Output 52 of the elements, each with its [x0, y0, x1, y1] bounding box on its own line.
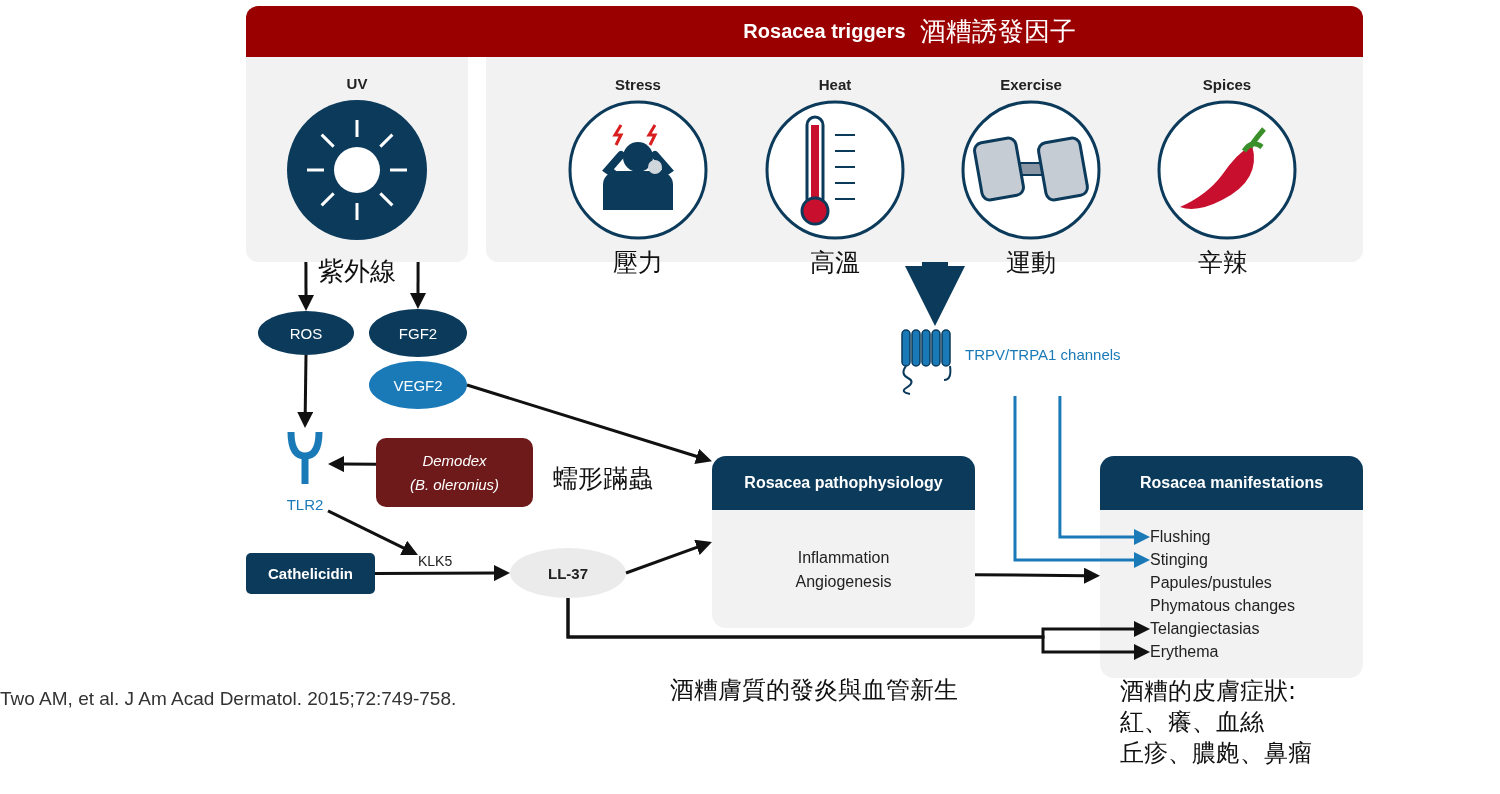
card-body-text: Inflammation Angiogenesis [794, 548, 893, 592]
card-header: Rosacea manifestations [1100, 456, 1363, 510]
arrow [566, 598, 1150, 660]
symptom-text: Phymatous changes [1150, 595, 1360, 617]
arrow [327, 509, 418, 556]
caption-text: 壓力 [613, 247, 663, 279]
caption-text: 丘疹、膿皰、鼻瘤 [1120, 738, 1312, 770]
arrow [466, 383, 712, 465]
trigger-label: Exercise [999, 76, 1063, 93]
caption-text: 運動 [1006, 247, 1056, 279]
title-text: Rosacea triggers [743, 20, 906, 43]
trigger-label: UV [345, 75, 369, 92]
arrow [1013, 396, 1150, 568]
trigger-label: Heat [817, 76, 853, 93]
channel-label: TRPV/TRPA1 channels [965, 346, 1121, 363]
symptom-text: Stinging [1150, 549, 1360, 571]
caption-text: 紅、癢、血絲 [1120, 707, 1264, 739]
card-header: Rosacea pathophysiology [712, 456, 975, 510]
caption-text: 酒糟的皮膚症狀: [1120, 676, 1297, 707]
title-text: 酒糟誘發因子 [919, 15, 1076, 48]
arrow [375, 565, 510, 582]
symptom-text: Telangiectasias [1150, 618, 1360, 640]
arrow [905, 262, 965, 326]
arrow [975, 567, 1100, 584]
molecule-ellipse: VEGF2 [369, 361, 467, 409]
mediator-ellipse: LL-37 [510, 548, 626, 598]
caption-text: 紫外線 [318, 255, 396, 288]
mite-box: Demodex (B. oleronius) [376, 438, 533, 507]
protein-box: Cathelicidin [246, 553, 375, 594]
receptor-label: TLR2 [285, 496, 325, 513]
arrow [1058, 396, 1150, 545]
info-card [712, 456, 975, 628]
caption-text: 高溫 [810, 247, 860, 279]
arrow [625, 539, 712, 575]
caption-text: 辛辣 [1198, 247, 1248, 279]
symptom-text: Papules/pustules [1150, 572, 1360, 594]
symptom-text: Flushing [1150, 526, 1360, 548]
caption-text: 蠕形蹣蟲 [553, 463, 653, 495]
trigger-label: Spices [1201, 76, 1253, 93]
arrow [328, 456, 376, 473]
info-card [1100, 456, 1363, 678]
caption-text: 酒糟膚質的發炎與血管新生 [670, 675, 958, 706]
citation-text: Two AM, et al. J Am Acad Dermatol. 2015;72:749-758. [0, 688, 457, 710]
trigger-label: Stress [614, 76, 662, 93]
symptom-text: Erythema [1150, 641, 1360, 663]
molecule-ellipse: ROS [258, 311, 354, 355]
arrow [297, 354, 314, 428]
enzyme-label: KLK5 [418, 553, 468, 573]
molecule-ellipse: FGF2 [369, 309, 467, 357]
title-banner [246, 6, 1363, 57]
arrow [298, 262, 314, 311]
arrow [410, 262, 426, 309]
